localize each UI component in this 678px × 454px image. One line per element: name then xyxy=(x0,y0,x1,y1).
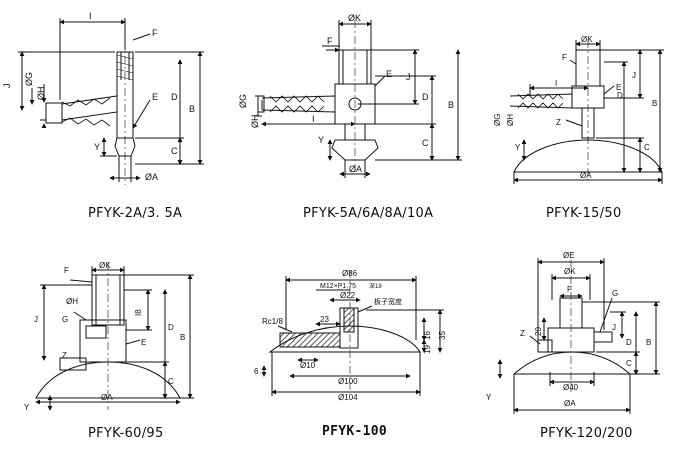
dim-k: ØK xyxy=(564,267,576,276)
dim-a: ØA xyxy=(564,399,576,408)
dim-g: ØG xyxy=(493,114,502,126)
caption-pfyk-60: PFYK-60/95 xyxy=(88,426,164,441)
dim-b: B xyxy=(180,333,185,342)
dim-c: C xyxy=(168,377,174,386)
drawing-pfyk-2a-labels: I F J ØG ØH E D B Y C ØA xyxy=(2,11,195,182)
drawing-pfyk-5a-labels: ØK F E J ØG ØH I D B Y C ØA xyxy=(238,13,454,174)
dim-e: E xyxy=(141,338,146,347)
dim-104: Ø104 xyxy=(338,393,358,402)
dim-f: F xyxy=(152,28,158,38)
drawing-pfyk-120 xyxy=(497,258,660,414)
dim-g: G xyxy=(62,315,68,324)
dim-i: I xyxy=(555,79,557,88)
dim-20: 20 xyxy=(534,327,543,336)
dim-z: Z xyxy=(520,329,525,338)
dim-23: 23 xyxy=(320,315,329,324)
drawing-pfyk-60 xyxy=(35,262,194,411)
dim-e: E xyxy=(386,69,392,79)
drawing-pfyk-120-labels: ØE ØK F G J D B 20 Z C Ø40 Y ØA xyxy=(486,251,651,408)
dim-y: Y xyxy=(318,135,324,145)
dim-a: ØA xyxy=(349,164,362,174)
dim-c: C xyxy=(626,359,632,368)
dim-k: ØK xyxy=(99,261,111,270)
dim-y: Y xyxy=(24,403,30,412)
dim-35: 35 xyxy=(438,331,447,340)
dim-g: G xyxy=(612,289,618,298)
dim-c: C xyxy=(422,138,429,148)
dim-h: ØH xyxy=(66,297,78,306)
drawing-pfyk-15-labels: ØK F J E D B I ØG ØH Z Y C ØA xyxy=(493,35,657,180)
drawing-pfyk-2a xyxy=(18,18,204,185)
dim-k: ØK xyxy=(348,13,361,23)
dim-a: ØA xyxy=(580,171,592,180)
dim-b: B xyxy=(646,338,651,347)
dim-a: ØA xyxy=(101,393,113,402)
dim-h: ØH xyxy=(36,87,46,101)
caption-pfyk-100: PFYK-100 xyxy=(322,424,388,439)
caption-pfyk-5a: PFYK-5A/6A/8A/10A xyxy=(303,206,434,221)
thread-spec: M12×P1.75 xyxy=(320,283,356,290)
dim-g: ØG xyxy=(24,72,34,86)
dim-d: D xyxy=(617,91,623,100)
dim-d: D xyxy=(422,92,429,102)
dim-e: E xyxy=(152,92,158,102)
dim-d: D xyxy=(168,323,174,332)
plate-width-note: 板子宽度 xyxy=(374,297,402,306)
dim-6: 6 xyxy=(254,367,259,376)
dim-b: B xyxy=(448,100,454,110)
dim-f: F xyxy=(64,266,69,275)
thread-depth: 深18 xyxy=(369,282,382,290)
dim-j: J xyxy=(34,315,38,324)
dim-y: Y xyxy=(94,142,100,152)
dim-i: I xyxy=(89,11,92,21)
dim-86: Ø86 xyxy=(342,269,358,278)
dim-b: B xyxy=(189,104,195,114)
dim-y: Y xyxy=(486,393,492,402)
dim-h: ØH xyxy=(250,115,260,129)
caption-pfyk-2a: PFYK-2A/3. 5A xyxy=(88,206,183,221)
dim-j: J xyxy=(406,72,411,82)
dim-c: C xyxy=(644,143,650,152)
dim-f: F xyxy=(562,53,567,62)
dim-100: Ø100 xyxy=(338,377,358,386)
caption-pfyk-15: PFYK-15/50 xyxy=(546,206,622,221)
dim-19: 19 xyxy=(423,345,432,354)
dim-y: Y xyxy=(515,143,521,152)
drawing-pfyk-100-labels: Ø86 M12×P1.75 深18 Ø22 板子宽度 Rc1/8 23 16 3… xyxy=(254,269,447,402)
dim-j: J xyxy=(612,323,616,332)
drawing-pfyk-100 xyxy=(261,270,444,396)
dim-d: D xyxy=(171,92,178,102)
dim-d: D xyxy=(626,338,632,347)
dim-h: ØH xyxy=(506,114,515,126)
dim-j: J xyxy=(2,84,12,89)
drawing-pfyk-5a xyxy=(255,20,462,178)
drawing-pfyk-60-labels: ØK F J ØH G I8 D B E Z C Y ØA xyxy=(24,261,185,412)
dim-e: E xyxy=(616,83,621,92)
dim-c: C xyxy=(171,146,178,156)
dim-40: Ø40 xyxy=(563,383,579,392)
dim-i: I8 xyxy=(134,309,143,316)
dim-f: F xyxy=(327,36,333,46)
dim-10: Ø10 xyxy=(300,361,316,370)
dim-z: Z xyxy=(556,118,561,127)
rc-thread: Rc1/8 xyxy=(262,317,283,326)
dim-16: 16 xyxy=(423,331,432,340)
dim-k: ØK xyxy=(581,35,593,44)
dim-e: ØE xyxy=(563,251,575,260)
dim-f: F xyxy=(567,285,572,294)
dim-22: Ø22 xyxy=(340,291,356,300)
dim-a: ØA xyxy=(145,172,158,182)
dim-b: B xyxy=(652,99,657,108)
dim-j: J xyxy=(632,71,636,80)
dim-i: I xyxy=(312,114,315,124)
caption-pfyk-120: PFYK-120/200 xyxy=(540,426,633,441)
drawing-pfyk-15 xyxy=(509,40,664,184)
dim-g: ØG xyxy=(238,94,248,108)
dim-z: Z xyxy=(62,351,67,360)
